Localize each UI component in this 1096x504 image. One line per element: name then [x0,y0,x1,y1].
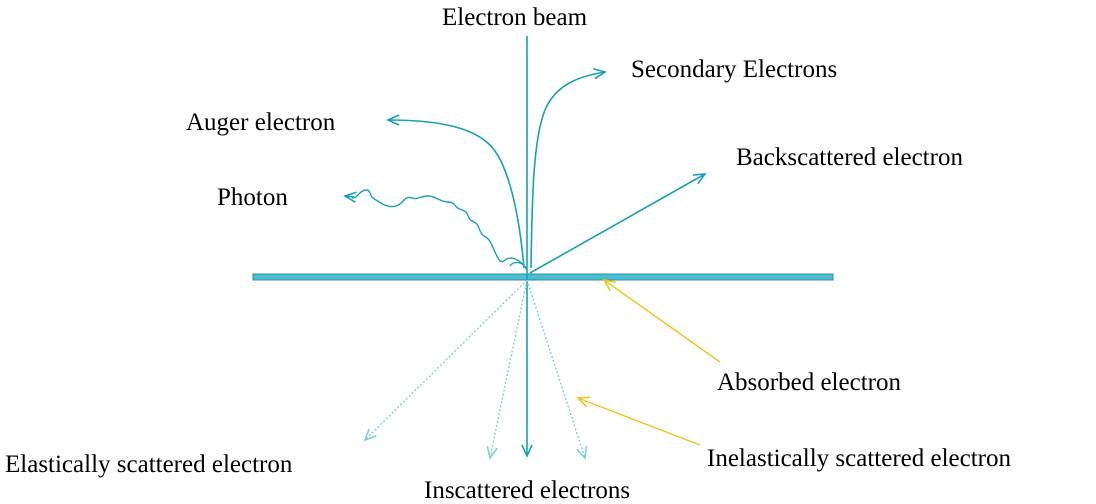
secondary-electrons-arrow [530,68,607,269]
backscattered-electron-label: Backscattered electron [736,144,963,171]
elastically-scattered-electron-label: Elastically scattered electron [5,451,293,478]
elastically-scattered-arrow [363,279,528,442]
auger-electron-label: Auger electron [186,109,336,136]
inscattered-electrons-arrow-left [486,279,528,460]
secondary-electrons-label: Secondary Electrons [631,56,837,83]
electron-beam-label: Electron beam [442,4,588,31]
inscattered-electrons-arrow-right [526,279,588,460]
inelastically-scattered-electron-label: Inelastically scattered electron [707,445,1012,472]
photon-arrowhead [343,191,357,203]
inelastically-scattered-pointer [576,396,701,446]
photon-label: Photon [217,184,288,211]
backscattered-electron-arrow [529,173,707,274]
photon-curl [509,261,528,271]
inscattered-electrons-label: Inscattered electrons [424,477,630,504]
photon-arrow [351,189,528,271]
absorbed-electron-pointer [602,278,721,363]
absorbed-electron-label: Absorbed electron [717,369,901,396]
auger-electron-arrow [386,114,525,269]
sample-surface [252,273,834,281]
